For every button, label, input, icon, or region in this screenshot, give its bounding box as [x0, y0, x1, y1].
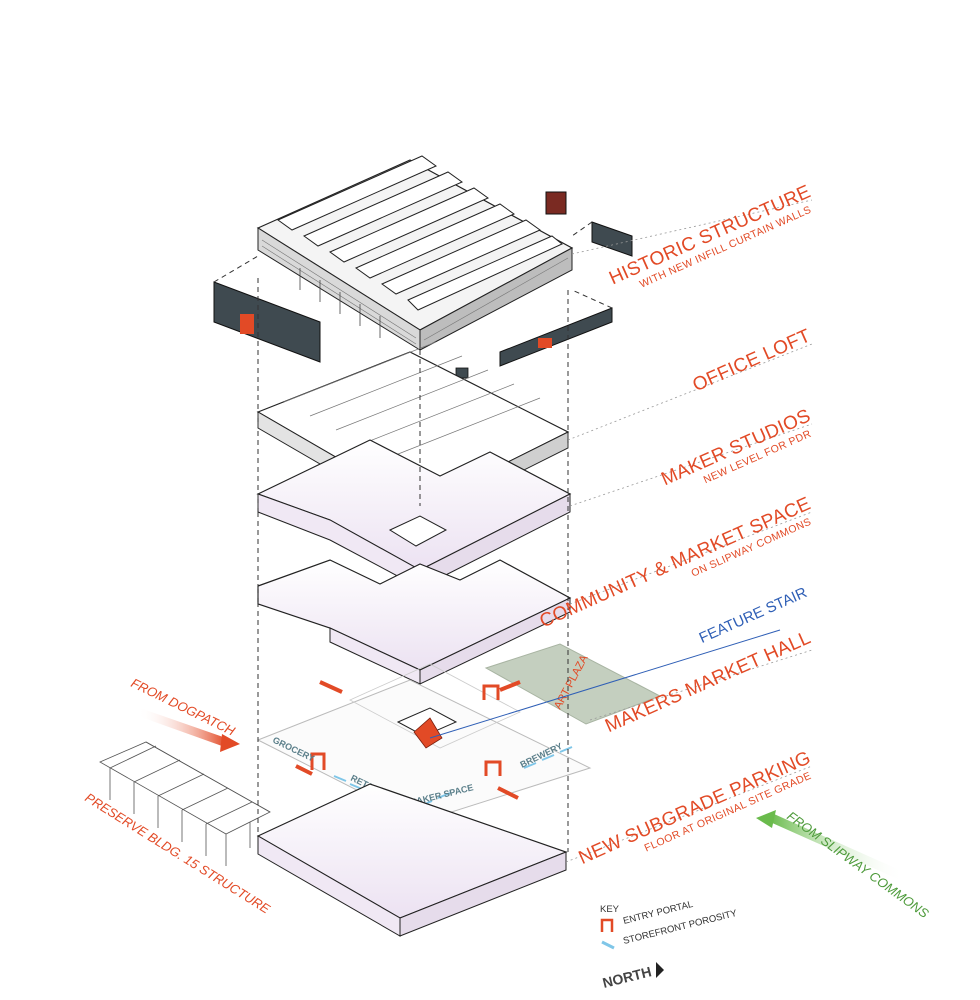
curtain-wall-north [545, 191, 567, 215]
makers-market-hall-layer: GROCERY RETAIL MAKER SPACE BREWERY [256, 663, 592, 823]
from-slipway-arrow [756, 810, 904, 880]
curtain-wall-east [591, 221, 633, 257]
layer-label-subgrade-parking: NEW SUBGRADE PARKING FLOOR AT ORIGINAL S… [576, 747, 814, 869]
layer-label-maker-studios: MAKER STUDIOS NEW LEVEL FOR PDR [658, 405, 814, 490]
maker-studios-layer [256, 439, 572, 589]
art-plaza-surface [484, 643, 662, 725]
north-arrow-icon [656, 962, 664, 978]
subgrade-parking-layer [256, 783, 568, 937]
community-market-layer [257, 559, 572, 685]
entry-portal-icon [482, 684, 500, 700]
bldg15-structure [99, 741, 271, 866]
legend-key: KEY ENTRY PORTAL STOREFRONT POROSITY NOR… [600, 899, 739, 991]
label-leader-lines [565, 199, 813, 863]
curtain-wall-west [213, 281, 321, 363]
entry-portal-icon [310, 752, 326, 770]
entry-portal-key-icon [600, 918, 614, 932]
storefront-porosity-ticks [333, 746, 573, 807]
layer-label-historic-structure: HISTORIC STRUCTURE WITH NEW INFILL CURTA… [606, 181, 814, 290]
entry-portal-icon [484, 760, 502, 776]
svg-text:OFFICE LOFT: OFFICE LOFT [690, 325, 814, 396]
historic-structure-layer [256, 155, 574, 351]
key-heading: KEY [600, 904, 620, 915]
from-slipway-label: FROM SLIPWAY COMMONS [784, 808, 932, 921]
curtain-wall-south [499, 307, 613, 367]
feature-stair-graphic [413, 717, 443, 749]
exploded-guide-lines [213, 221, 613, 852]
feature-stair-leader [429, 629, 781, 739]
from-dogpatch-arrow [138, 708, 240, 752]
svg-text:HISTORIC STRUCTURE: HISTORIC STRUCTURE [606, 181, 814, 289]
north-label: NORTH [601, 963, 653, 991]
storefront-key-icon [601, 940, 615, 950]
svg-text:NEW SUBGRADE PARKING: NEW SUBGRADE PARKING [576, 747, 814, 869]
layer-label-office-loft: OFFICE LOFT [690, 325, 814, 396]
preserve-bldg-label: PRESERVE BLDG. 15 STRUCTURE [82, 790, 273, 917]
